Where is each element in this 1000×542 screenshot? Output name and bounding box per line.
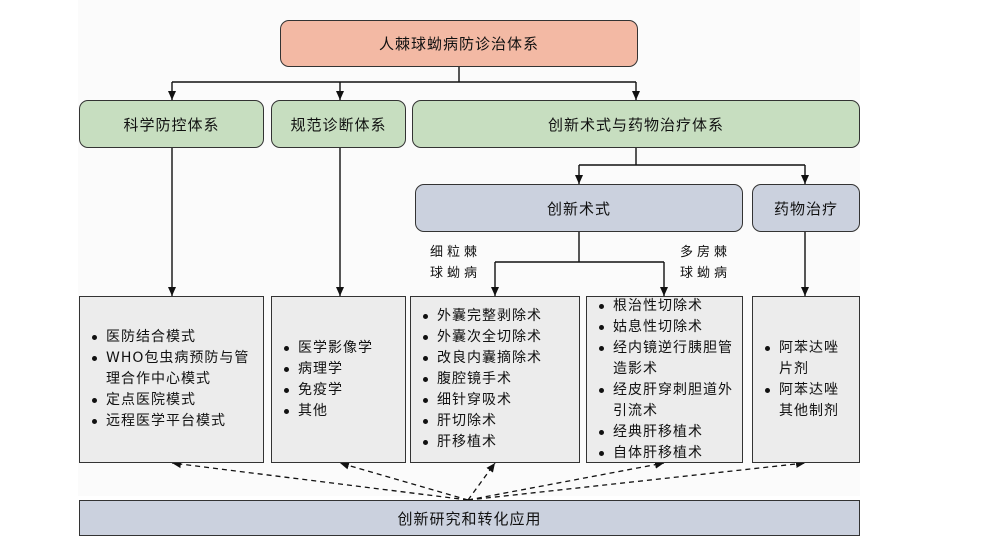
diagnosis-system-box: 规范诊断体系: [271, 100, 406, 148]
list-item: 细针穿吸术: [421, 390, 542, 411]
multi-label-line-2: 球蚴病: [680, 266, 732, 281]
surgery-box: 创新术式: [415, 184, 743, 232]
diagnosis-list: 医学影像学 病理学 免疫学 其他: [282, 338, 373, 422]
list-item: 医学影像学: [282, 338, 373, 359]
research-translation-title: 创新研究和转化应用: [397, 509, 542, 528]
feedback-arrow-fine: [467, 462, 496, 501]
prevention-list: 医防结合模式 WHO包虫病预防与管理合作中心模式 定点医院模式 远程医学平台模式: [90, 327, 255, 432]
prevention-system-title: 科学防控体系: [123, 115, 220, 134]
list-item: 经皮肝穿刺胆道外引流术: [597, 380, 734, 422]
list-item: 肝切除术: [421, 411, 542, 432]
list-item: 阿苯达唑片剂: [763, 338, 851, 380]
fine-surgery-list: 外囊完整剥除术 外囊次全切除术 改良内囊摘除术 腹腔镜手术 细针穿吸术 肝切除术…: [421, 306, 542, 453]
research-translation-bar: 创新研究和转化应用: [79, 500, 860, 536]
drug-title: 药物治疗: [773, 199, 838, 218]
fine-echinococcosis-label: 细粒棘 球蚴病: [430, 242, 481, 284]
list-item: 肝移植术: [421, 432, 542, 453]
feedback-arrow-prevention: [171, 460, 469, 501]
fine-label-line-2: 球蚴病: [430, 266, 482, 281]
multi-echinococcosis-label: 多房棘 球蚴病: [680, 242, 731, 284]
treatment-system-box: 创新术式与药物治疗体系: [412, 100, 860, 148]
list-item: 远程医学平台模式: [90, 411, 255, 432]
treatment-system-title: 创新术式与药物治疗体系: [547, 115, 724, 134]
root-box: 人棘球蚴病防诊治体系: [280, 20, 638, 67]
list-item: 定点医院模式: [90, 390, 255, 411]
drug-list: 阿苯达唑片剂 阿苯达唑其他制剂: [763, 338, 851, 422]
feedback-arrow-multi: [467, 460, 665, 501]
list-item: 外囊次全切除术: [421, 327, 542, 348]
diagnosis-system-title: 规范诊断体系: [290, 115, 387, 134]
drug-box: 药物治疗: [752, 184, 860, 232]
prevention-system-box: 科学防控体系: [79, 100, 264, 148]
multi-surgery-list-box: 根治性切除术 姑息性切除术 经内镜逆行胰胆管造影术 经皮肝穿刺胆道外引流术 经典…: [586, 296, 743, 463]
list-item: 根治性切除术: [597, 296, 734, 317]
list-item: 病理学: [282, 359, 373, 380]
list-item: 腹腔镜手术: [421, 369, 542, 390]
list-item: 阿苯达唑其他制剂: [763, 380, 851, 422]
list-item: 姑息性切除术: [597, 317, 734, 338]
prevention-list-box: 医防结合模式 WHO包虫病预防与管理合作中心模式 定点医院模式 远程医学平台模式: [79, 296, 264, 463]
fine-surgery-list-box: 外囊完整剥除术 外囊次全切除术 改良内囊摘除术 腹腔镜手术 细针穿吸术 肝切除术…: [410, 296, 580, 463]
list-item: 经内镜逆行胰胆管造影术: [597, 338, 734, 380]
multi-label-line-1: 多房棘: [680, 245, 732, 260]
surgery-title: 创新术式: [546, 199, 611, 218]
root-title: 人棘球蚴病防诊治体系: [378, 35, 539, 53]
list-item: 自体肝移植术: [597, 443, 734, 464]
list-item: 外囊完整剥除术: [421, 306, 542, 327]
diagnosis-list-box: 医学影像学 病理学 免疫学 其他: [271, 296, 406, 463]
list-item: 其他: [282, 401, 373, 422]
list-item: 改良内囊摘除术: [421, 348, 542, 369]
multi-surgery-list: 根治性切除术 姑息性切除术 经内镜逆行胰胆管造影术 经皮肝穿刺胆道外引流术 经典…: [597, 296, 734, 464]
list-item: 免疫学: [282, 380, 373, 401]
drug-list-box: 阿苯达唑片剂 阿苯达唑其他制剂: [752, 296, 860, 463]
list-item: 医防结合模式: [90, 327, 255, 348]
list-item: 经典肝移植术: [597, 422, 734, 443]
list-item: WHO包虫病预防与管理合作中心模式: [90, 348, 255, 390]
feedback-arrow-diagnosis: [339, 461, 469, 501]
fine-label-line-1: 细粒棘: [430, 245, 482, 260]
feedback-arrow-drug: [467, 460, 806, 501]
